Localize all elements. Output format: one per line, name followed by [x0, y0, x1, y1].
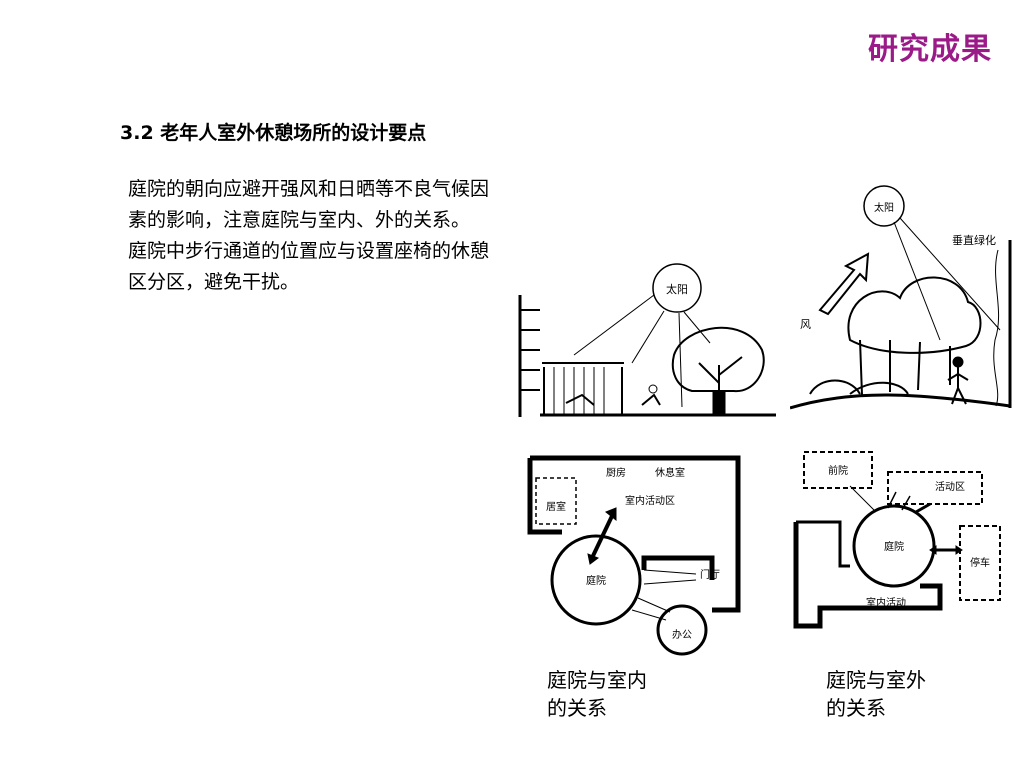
body-text: 庭院的朝向应避开强风和日晒等不良气候因素的影响，注意庭院与室内、外的关系。 庭院… [128, 174, 498, 298]
svg-text:垂直绿化: 垂直绿化 [952, 233, 996, 247]
sun-icon [863, 185, 905, 227]
sun-courtyard-sketch: 太阳 [518, 263, 776, 417]
svg-text:庭院: 庭院 [884, 540, 904, 553]
svg-text:停车: 停车 [970, 556, 990, 569]
sun-icon [652, 263, 702, 313]
svg-text:休息室: 休息室 [655, 466, 685, 479]
svg-text:厨房: 厨房 [606, 466, 626, 479]
caption-line: 的关系 [547, 696, 607, 720]
svg-text:庭院: 庭院 [586, 574, 606, 587]
paragraph-path-zoning: 庭院中步行通道的位置应与设置座椅的休憩区分区，避免干扰。 [128, 240, 490, 293]
caption-line: 的关系 [826, 696, 886, 720]
svg-text:室内活动: 室内活动 [866, 596, 906, 609]
svg-text:居室: 居室 [546, 500, 566, 513]
svg-text:前院: 前院 [828, 464, 848, 477]
paragraph-orientation: 庭院的朝向应避开强风和日晒等不良气候因素的影响，注意庭院与室内、外的关系。 [128, 178, 490, 231]
caption-line: 庭院与室外 [826, 668, 926, 692]
courtyard-outdoor-plan: 前院 活动区 室内活动 庭院 停车 [793, 451, 1001, 629]
section-heading: 3.2 老年人室外休憩场所的设计要点 [120, 122, 427, 144]
svg-text:活动区: 活动区 [935, 481, 965, 493]
caption-line: 庭院与室内 [547, 668, 647, 692]
courtyard-indoor-plan: 居室 厨房 休息室 室内活动区 庭院 门厅 办公 [527, 455, 741, 656]
svg-text:办公: 办公 [672, 628, 692, 641]
svg-text:太阳: 太阳 [874, 201, 894, 214]
wind-courtyard-sketch: 太阳 垂直绿化 风 [790, 185, 1012, 410]
svg-text:室内活动区: 室内活动区 [625, 494, 675, 507]
caption-courtyard-indoor: 庭院与室内 的关系 [547, 666, 687, 722]
svg-text:门厅: 门厅 [700, 568, 720, 581]
slide-title: 研究成果 [868, 32, 992, 67]
svg-text:太阳: 太阳 [666, 283, 688, 296]
caption-courtyard-outdoor: 庭院与室外 的关系 [826, 666, 966, 722]
svg-text:风: 风 [800, 318, 811, 331]
